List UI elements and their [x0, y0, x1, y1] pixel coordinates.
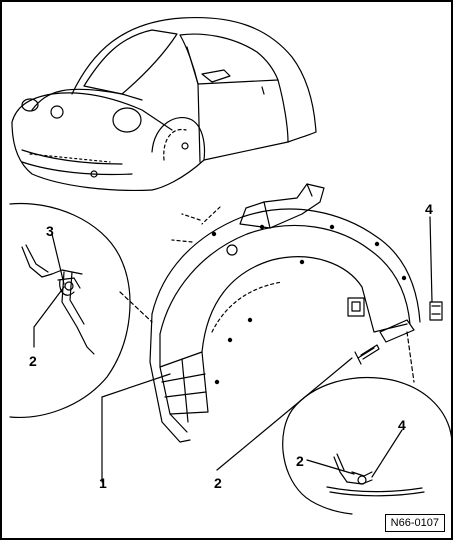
callout-2-screw: 2: [214, 475, 222, 491]
detail-circle-right: [282, 331, 451, 515]
leader-lines: [33, 216, 433, 483]
callout-4-right-detail: 4: [398, 417, 406, 433]
detail-circle-left: [9, 202, 153, 419]
screw: [354, 344, 380, 365]
wheel-housing-liner: [149, 183, 421, 443]
callout-1: 1: [99, 475, 107, 491]
callout-4-clip: 4: [425, 201, 433, 217]
figure-reference-number: N66-0107: [384, 514, 445, 532]
clip: [429, 301, 443, 321]
car-body-illustration: [11, 16, 317, 192]
callout-3: 3: [46, 223, 54, 239]
callout-2-left-detail: 2: [29, 353, 37, 369]
callout-2-right-detail: 2: [296, 453, 304, 469]
